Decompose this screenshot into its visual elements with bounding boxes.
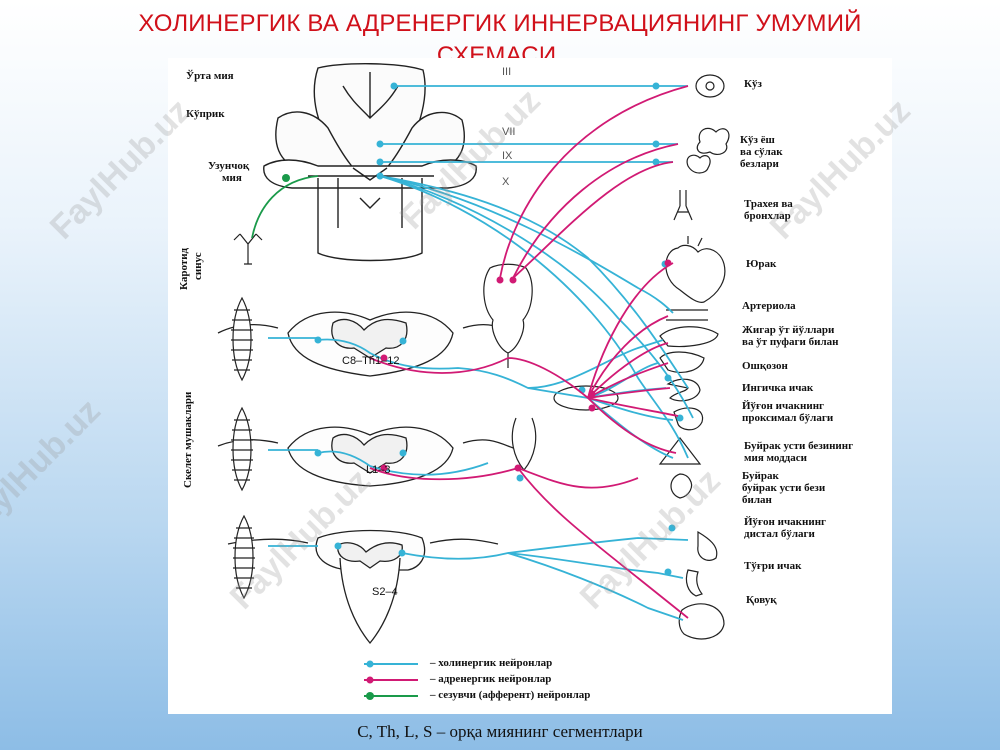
label-midbrain: Ўрта мия: [186, 70, 234, 82]
label-carotid-line-2: синус: [192, 252, 204, 280]
label-segment-sacral: S2–4: [372, 586, 398, 598]
label-medulla-line-1: Узунчоқ: [208, 160, 250, 172]
organ-colon-distal: [697, 530, 718, 561]
organ-label-line: ва сўлак: [740, 146, 783, 158]
label-organ-adrenal-medulla: Буйрак усти безининг мия моддаси: [744, 440, 853, 464]
adrenergic-pathways: [369, 85, 689, 619]
label-medulla-line-2: мия: [222, 172, 242, 184]
label-nerve-9: IX: [502, 150, 513, 162]
organ-label-line: Ошқозон: [742, 360, 788, 372]
organ-label-line: билан: [742, 494, 772, 506]
spinal-segment-lumbar: [217, 426, 514, 487]
label-organ-trachea: Трахея ва бронхлар: [744, 198, 793, 222]
label-nerve-7: VII: [502, 126, 516, 138]
label-organ-colon-distal: Йўғон ичакнинг дистал бўлаги: [744, 516, 826, 540]
organ-label-line: Йўғон ичакнинг: [742, 400, 825, 412]
afferent-pathway: [251, 175, 319, 239]
organ-label-line: проксимал бўлаги: [742, 412, 834, 424]
legend-text: – холинергик нейронлар: [430, 657, 553, 669]
organ-salivary-glands: [686, 154, 711, 174]
label-organ-small-intestine: Ингичка ичак: [742, 382, 813, 394]
label-nerve-3: III: [502, 66, 512, 78]
innervation-diagram: Ўрта мия Кўприк Узунчоқ мия Каротид сину…: [168, 58, 892, 714]
label-nerve-10: X: [502, 176, 510, 188]
organ-liver: [659, 326, 719, 348]
organ-label-line: безлари: [740, 158, 779, 170]
organ-heart: [665, 244, 726, 303]
footnote: C, Th, L, S – орқа миянинг сегментлари: [357, 722, 643, 741]
label-skeletal-muscles: Скелет мушаклари: [182, 391, 194, 488]
organ-label-line: Жигар ўт йўллари: [742, 324, 835, 336]
spinal-segment-cervical: [217, 311, 514, 377]
organ-trachea: [673, 190, 693, 221]
organ-label-line: буйрак усти бези: [742, 482, 826, 494]
legend-text: – сезувчи (афферент) нейронлар: [430, 689, 591, 701]
organ-label-line: Ингичка ичак: [742, 382, 814, 394]
organ-label-line: Буйрак: [742, 470, 779, 482]
label-organ-heart: Юрак: [746, 258, 776, 270]
organ-label-line: Қовуқ: [746, 594, 777, 606]
organ-small-intestine: [666, 378, 701, 402]
organ-rectum: [685, 569, 703, 597]
cholinergic-pathways: [268, 85, 694, 621]
label-segment-cervical: C8–Th1–12: [342, 355, 400, 367]
organ-label-line: Буйрак усти безининг: [744, 440, 854, 452]
organ-label-line: бронхлар: [744, 210, 791, 222]
carotid-sinus-drawing: [233, 233, 263, 265]
watermark: FaylHub.uz: [0, 391, 108, 547]
organ-arteriole: [666, 309, 708, 321]
brainstem: [263, 63, 477, 262]
label-organ-rectum: Тўғри ичак: [744, 560, 801, 572]
organ-label-line: Тўғри ичак: [744, 560, 802, 572]
label-segment-lumbar: L1–3: [366, 464, 391, 476]
organ-label-line: мия моддаси: [744, 452, 807, 464]
skeletal-muscles: [231, 296, 255, 600]
organ-label-line: Юрак: [746, 258, 777, 270]
organ-label-line: Кўз: [744, 78, 762, 90]
label-organ-bladder: Қовуқ: [746, 594, 777, 606]
organ-lacrimal-glands: [696, 127, 730, 156]
label-organ-stomach: Ошқозон: [742, 360, 788, 372]
adrenergic-nodes: [380, 259, 672, 472]
label-carotid-line-1: Каротид: [178, 247, 190, 290]
organ-drawings: [658, 74, 730, 640]
organ-label-line: Кўз ёш: [740, 134, 775, 146]
label-organ-colon-proximal: Йўғон ичакнинг проксимал бўлаги: [742, 400, 833, 424]
organ-label-line: дистал бўлаги: [744, 528, 815, 540]
slide-title: ХОЛИНЕРГИК ВА АДРЕНЕРГИК ИННЕРВАЦИЯНИНГ …: [100, 8, 900, 72]
label-organ-arteriole: Артериола: [742, 300, 796, 312]
label-organ-liver: Жигар ўт йўллари ва ўт пуфаги билан: [742, 324, 838, 348]
organ-kidney: [670, 473, 693, 499]
organ-label-line: ва ўт пуфаги билан: [742, 336, 839, 348]
label-organ-glands: Кўз ёш ва сўлак безлари: [740, 134, 783, 170]
legend-swatches: [364, 660, 418, 700]
afferent-node: [282, 174, 290, 182]
diagram-drawing: [217, 63, 730, 700]
organ-bladder: [678, 603, 725, 640]
spinal-segment-sacral: [227, 529, 499, 645]
organ-label-line: Артериола: [742, 300, 796, 312]
organ-label-line: Йўғон ичакнинг: [744, 516, 827, 528]
organ-label-line: Трахея ва: [744, 198, 793, 210]
label-pons: Кўприк: [186, 108, 225, 120]
slide-title-line-1: ХОЛИНЕРГИК ВА АДРЕНЕРГИК ИННЕРВАЦИЯНИНГ …: [138, 10, 862, 37]
label-organ-kidney: Буйрак буйрак усти бези билан: [742, 470, 825, 506]
label-organ-eye: Кўз: [744, 78, 762, 90]
legend-text: – адренергик нейронлар: [430, 673, 552, 685]
